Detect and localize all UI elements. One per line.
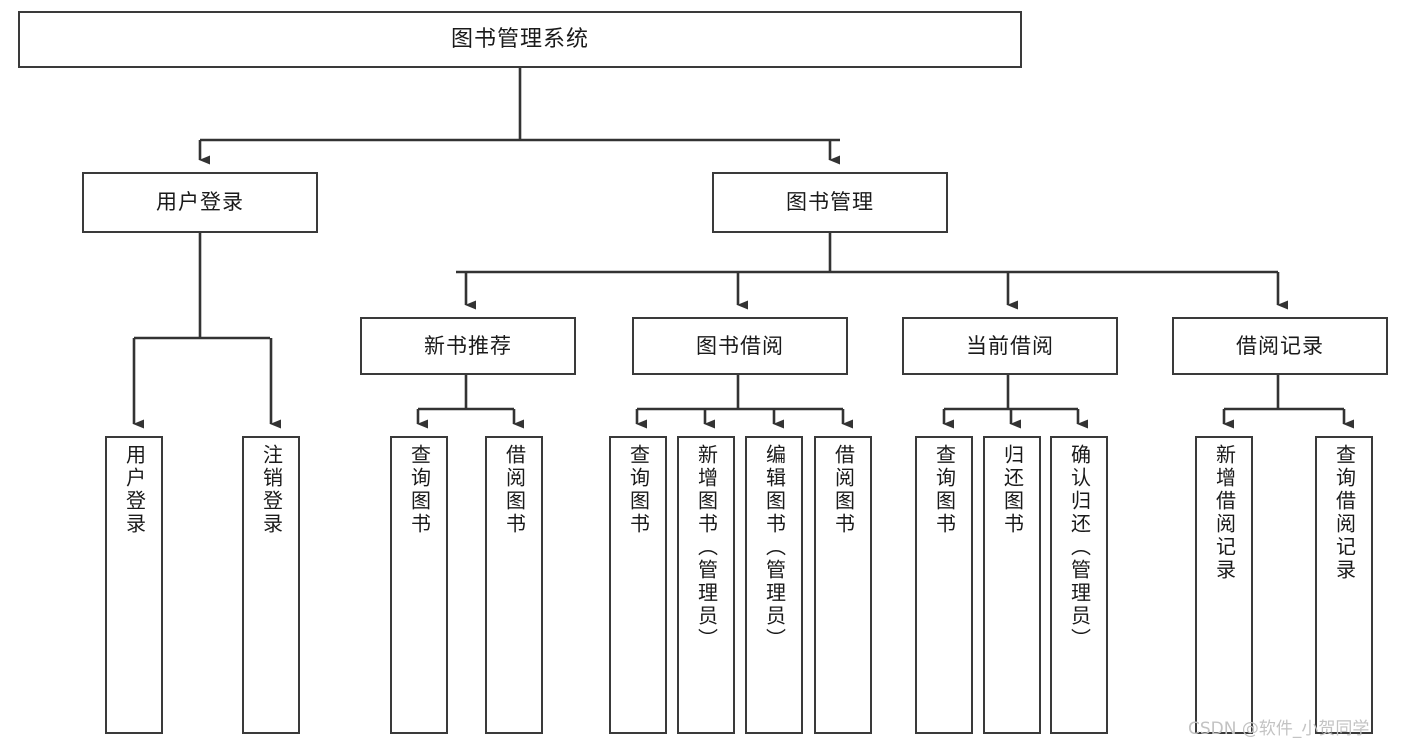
node-book-manage[interactable]: 图书管理	[712, 172, 948, 233]
node-leaf-query-book-3-label: 查询图书	[932, 444, 957, 536]
node-leaf-user-login-label: 用户登录	[122, 444, 147, 536]
node-book-borrow[interactable]: 图书借阅	[632, 317, 848, 375]
node-leaf-user-login[interactable]: 用户登录	[105, 436, 163, 734]
node-leaf-edit-book[interactable]: 编辑图书（管理员）	[745, 436, 803, 734]
node-leaf-return-book[interactable]: 归还图书	[983, 436, 1041, 734]
node-leaf-borrow-book-2-label: 借阅图书	[831, 444, 856, 536]
node-root[interactable]: 图书管理系统	[18, 11, 1022, 68]
node-leaf-query-record-label: 查询借阅记录	[1332, 444, 1357, 582]
node-current-borrow-label: 当前借阅	[966, 333, 1054, 358]
node-new-book-recommend-label: 新书推荐	[424, 333, 512, 358]
node-leaf-query-book-2-label: 查询图书	[626, 444, 651, 536]
node-leaf-logout-label: 注销登录	[259, 444, 284, 536]
node-leaf-borrow-book-1-label: 借阅图书	[502, 444, 527, 536]
node-user-login[interactable]: 用户登录	[82, 172, 318, 233]
node-leaf-add-book[interactable]: 新增图书（管理员）	[677, 436, 735, 734]
node-leaf-confirm-return-label: 确认归还（管理员）	[1067, 444, 1092, 651]
node-new-book-recommend[interactable]: 新书推荐	[360, 317, 576, 375]
node-leaf-add-record-label: 新增借阅记录	[1212, 444, 1237, 582]
node-leaf-query-record[interactable]: 查询借阅记录	[1315, 436, 1373, 734]
node-leaf-add-record[interactable]: 新增借阅记录	[1195, 436, 1253, 734]
node-leaf-add-book-label: 新增图书（管理员）	[694, 444, 719, 651]
node-book-borrow-label: 图书借阅	[696, 333, 784, 358]
node-leaf-query-book-3[interactable]: 查询图书	[915, 436, 973, 734]
node-leaf-query-book-1[interactable]: 查询图书	[390, 436, 448, 734]
node-leaf-query-book-2[interactable]: 查询图书	[609, 436, 667, 734]
csdn-watermark: CSDN @软件_小贺同学	[1188, 719, 1370, 739]
node-leaf-logout[interactable]: 注销登录	[242, 436, 300, 734]
node-current-borrow[interactable]: 当前借阅	[902, 317, 1118, 375]
node-leaf-borrow-book-2[interactable]: 借阅图书	[814, 436, 872, 734]
node-borrow-record[interactable]: 借阅记录	[1172, 317, 1388, 375]
node-borrow-record-label: 借阅记录	[1236, 333, 1324, 358]
node-book-manage-label: 图书管理	[786, 190, 874, 215]
node-leaf-borrow-book-1[interactable]: 借阅图书	[485, 436, 543, 734]
node-leaf-confirm-return[interactable]: 确认归还（管理员）	[1050, 436, 1108, 734]
node-leaf-query-book-1-label: 查询图书	[407, 444, 432, 536]
node-root-label: 图书管理系统	[450, 26, 589, 52]
node-leaf-edit-book-label: 编辑图书（管理员）	[762, 444, 787, 651]
node-user-login-label: 用户登录	[156, 190, 244, 215]
node-leaf-return-book-label: 归还图书	[1000, 444, 1025, 536]
